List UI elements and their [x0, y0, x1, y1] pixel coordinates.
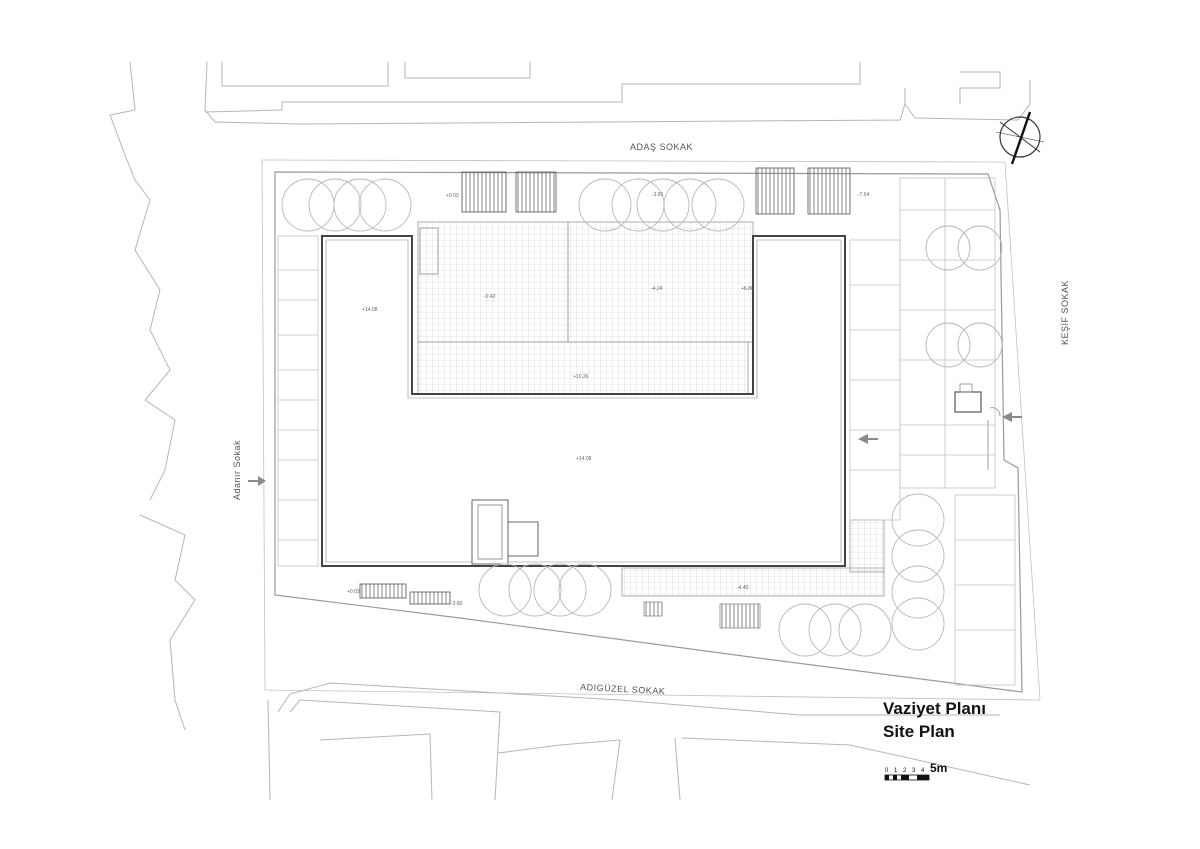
level-annotations: +0.03 -3.81 -7.64 +14.08 -0.42 -4.24 +6.…	[347, 192, 870, 607]
small-structures	[419, 227, 1001, 470]
level-label: -4.40	[737, 585, 749, 591]
scale-tick: 1	[894, 768, 898, 774]
stairs	[359, 167, 851, 629]
arrow-west-icon	[248, 476, 266, 486]
scale-tick: 3	[912, 768, 916, 774]
north-arrow-icon	[995, 111, 1045, 165]
level-label: +0.03	[347, 589, 360, 595]
level-label: -4.24	[651, 286, 663, 292]
level-label: -3.81	[652, 192, 664, 198]
scale-tick: 4	[921, 768, 925, 774]
level-label: +0.03	[446, 193, 459, 199]
level-label: -0.42	[484, 294, 496, 300]
terraces	[417, 221, 885, 597]
scale-bar: 0 1 2 3 4 5m	[884, 761, 947, 781]
level-label: -3.80	[451, 601, 463, 607]
building-roof	[321, 235, 846, 567]
level-label: +14.08	[576, 456, 592, 462]
trees	[281, 178, 1003, 657]
level-label: -7.64	[858, 192, 870, 198]
roof-elements	[471, 499, 539, 565]
scale-tick: 0	[885, 768, 889, 774]
street-west-label: Adanır Sokak	[232, 440, 242, 500]
scale-tick: 2	[903, 768, 907, 774]
landscape-grid	[277, 177, 1016, 686]
level-label: +6.86	[741, 286, 754, 292]
street-edges	[261, 159, 1041, 701]
arrow-east-street-icon	[1002, 412, 1022, 422]
level-label: +10.26	[573, 374, 589, 380]
entrance-arrows	[248, 412, 1022, 486]
level-label: +14.08	[362, 307, 378, 313]
arrow-east-building-icon	[858, 434, 878, 444]
title-english: Site Plan	[883, 722, 955, 741]
site-boundary	[274, 171, 1023, 693]
street-north-label: ADAŞ SOKAK	[630, 142, 693, 152]
street-south-label: ADIGÜZEL SOKAK	[580, 682, 666, 696]
title-turkish: Vaziyet Planı	[883, 699, 986, 718]
street-east-label: KEŞİF SOKAK	[1060, 280, 1070, 345]
scale-label: 5m	[930, 761, 947, 775]
